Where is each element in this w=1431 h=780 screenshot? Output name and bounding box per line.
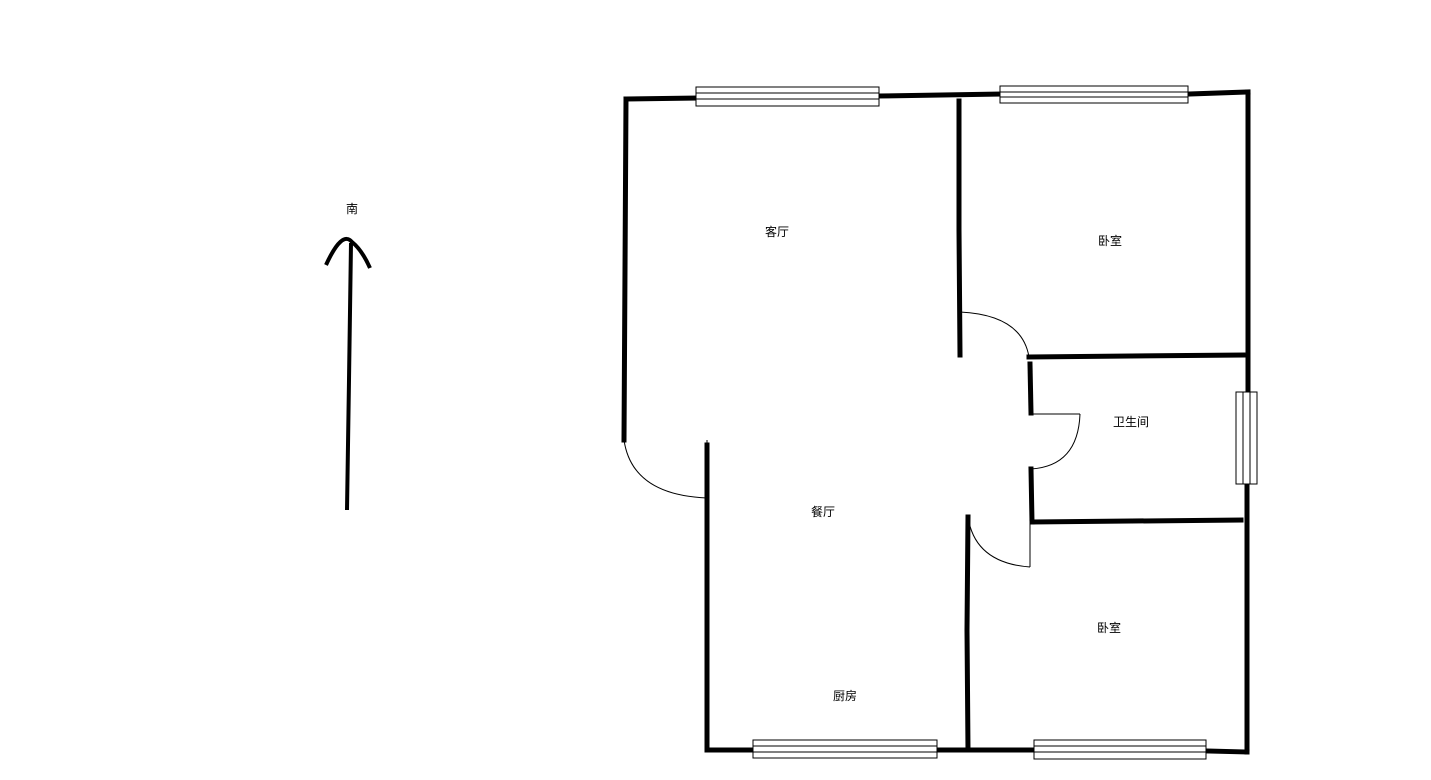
window-bathroom-east: [1235, 391, 1258, 485]
door-bedroom-north: [959, 311, 1030, 358]
door-bedroom-south: [967, 516, 1031, 568]
window-living-north: [695, 86, 880, 107]
window-bedroom-south: [1033, 739, 1207, 760]
compass-label: 南: [346, 201, 358, 216]
door-bathroom: [1030, 413, 1081, 470]
walls: [621, 89, 1251, 755]
room-label-bedroom-north: 卧室: [1098, 233, 1122, 248]
room-label-dining: 餐厅: [811, 504, 835, 519]
door-entrance: [623, 439, 708, 499]
room-label-bathroom: 卫生间: [1113, 415, 1149, 429]
compass-arrow: [324, 236, 372, 511]
window-bedroom-north: [999, 85, 1189, 104]
room-label-living: 客厅: [765, 224, 789, 239]
room-label-kitchen: 厨房: [833, 688, 857, 703]
room-label-bedroom-south: 卧室: [1097, 620, 1121, 635]
window-kitchen-south: [752, 739, 938, 759]
